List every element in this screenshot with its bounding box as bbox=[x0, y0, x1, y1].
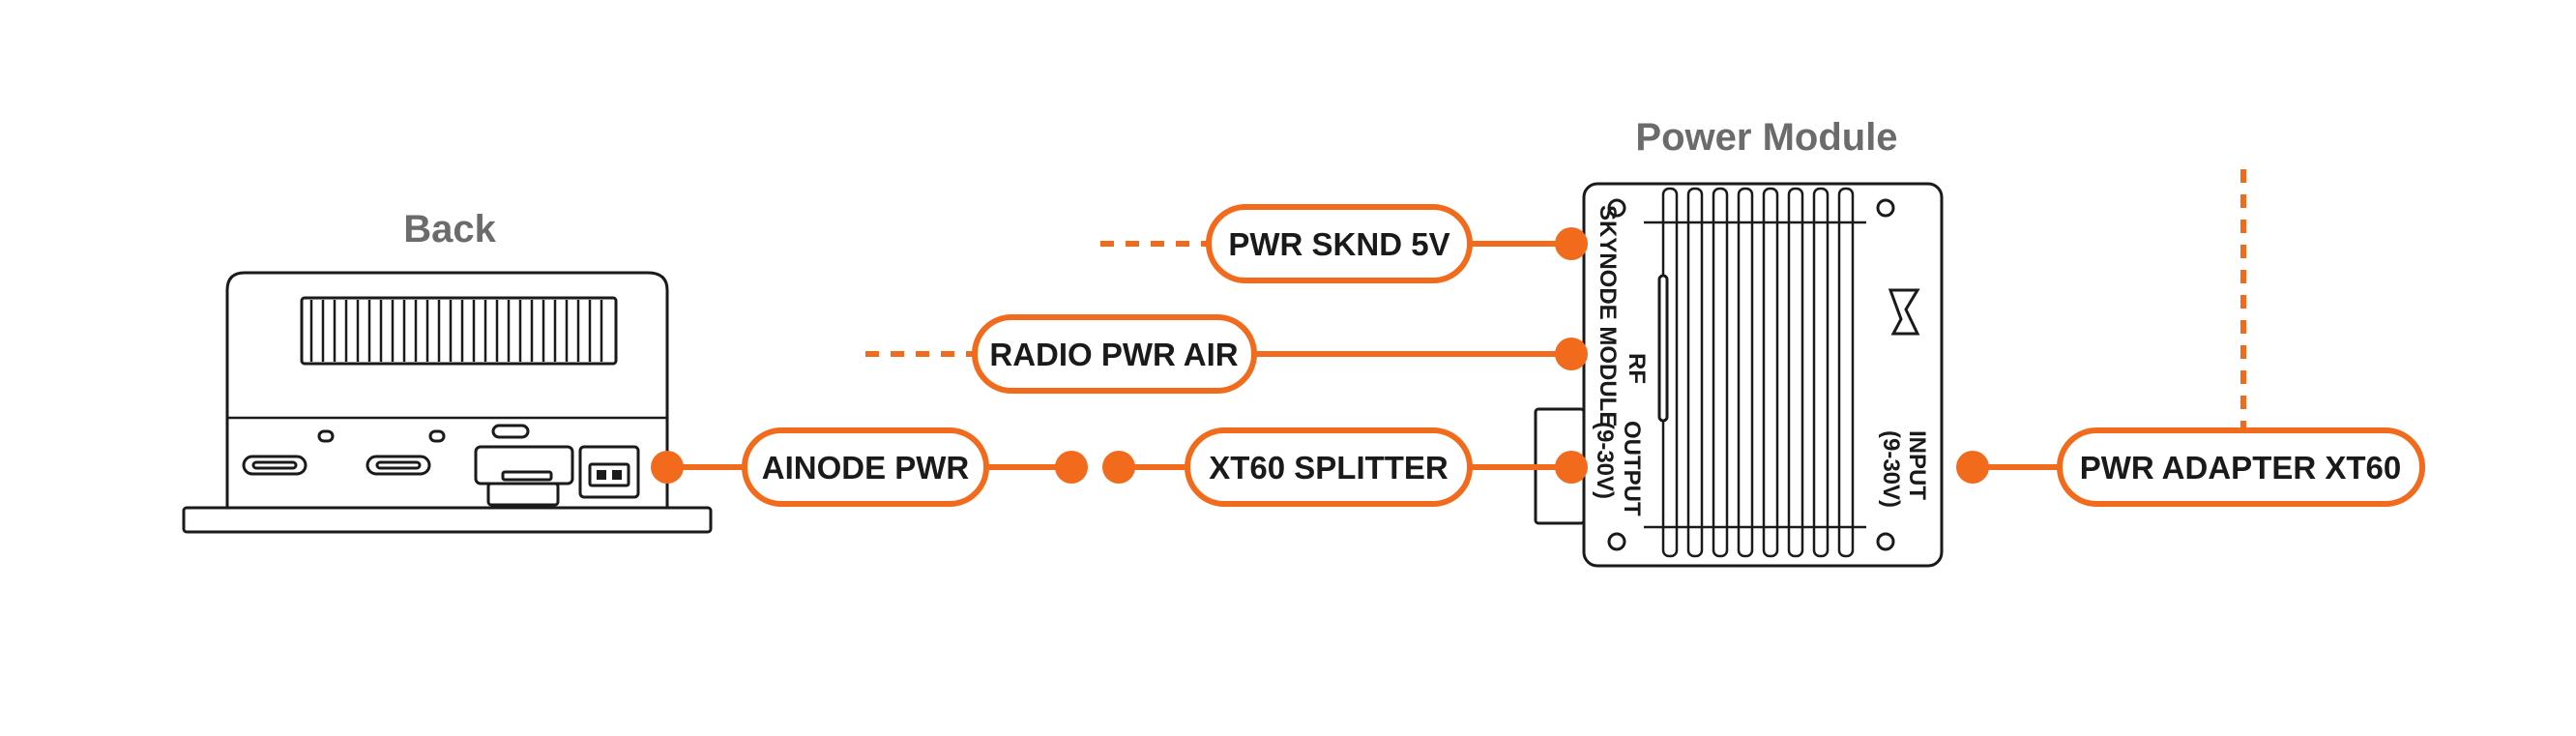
power-connector-socket bbox=[588, 462, 630, 487]
heatsink-fins bbox=[309, 300, 603, 362]
back-title: Back bbox=[403, 208, 496, 250]
slot-indicator bbox=[491, 424, 530, 439]
ainode-pwr-end-endpoint bbox=[1055, 451, 1088, 484]
screw-hole-tr bbox=[1876, 198, 1895, 218]
led-indicator-2 bbox=[428, 429, 446, 443]
led-indicator-1 bbox=[317, 429, 335, 443]
pill-pwr-sknd-5v: PWR SKND 5V bbox=[1206, 204, 1473, 283]
back-device bbox=[182, 271, 713, 534]
card-slot-tray bbox=[486, 482, 560, 507]
input-range-label: (9-30V) bbox=[1878, 430, 1904, 508]
skynode-module-label: SKYNODE MODULE bbox=[1595, 205, 1621, 427]
screw-hole-br bbox=[1876, 532, 1895, 551]
pill-xt60-splitter-label: XT60 SPLITTER bbox=[1209, 450, 1449, 486]
power-connector-pin-2 bbox=[612, 470, 622, 480]
power-module-device: SKYNODE MODULE RF OUTPUT (9-30V) INPUT (… bbox=[1534, 182, 1944, 568]
rf-label: RF bbox=[1624, 353, 1650, 384]
power-connector-pin-1 bbox=[597, 470, 606, 480]
pill-pwr-adapter-xt60-label: PWR ADAPTER XT60 bbox=[2080, 450, 2401, 486]
usb-c-port-1-inner bbox=[251, 460, 298, 470]
pill-radio-pwr-air-label: RADIO PWR AIR bbox=[989, 337, 1238, 372]
power-module-title: Power Module bbox=[1635, 116, 1897, 159]
side-slot bbox=[1657, 274, 1669, 423]
heatsink-grille bbox=[300, 296, 618, 366]
power-module-fins bbox=[1661, 187, 1855, 558]
pwr-sknd-5v-endpoint bbox=[1555, 227, 1588, 260]
pill-radio-pwr-air: RADIO PWR AIR bbox=[972, 314, 1257, 394]
pill-pwr-adapter-xt60: PWR ADAPTER XT60 bbox=[2057, 427, 2425, 507]
pill-pwr-sknd-5v-label: PWR SKND 5V bbox=[1228, 226, 1449, 262]
pill-xt60-splitter: XT60 SPLITTER bbox=[1185, 427, 1473, 507]
input-label: INPUT bbox=[1904, 430, 1930, 500]
pill-ainode-pwr: AINODE PWR bbox=[742, 427, 989, 507]
device-base-plate bbox=[182, 506, 713, 534]
output-range-label: (9-30V) bbox=[1592, 422, 1618, 499]
usb-c-port-2-inner bbox=[375, 460, 422, 470]
output-label: OUTPUT bbox=[1619, 421, 1645, 516]
brand-logo-icon bbox=[1888, 288, 1920, 336]
radio-pwr-air-endpoint bbox=[1555, 338, 1588, 370]
card-slot-inner bbox=[501, 470, 553, 482]
screw-hole-bl bbox=[1607, 532, 1626, 551]
screw-hole-tl bbox=[1607, 198, 1626, 218]
xt60-splitter-end-endpoint bbox=[1555, 451, 1588, 484]
pill-ainode-pwr-label: AINODE PWR bbox=[762, 450, 970, 486]
